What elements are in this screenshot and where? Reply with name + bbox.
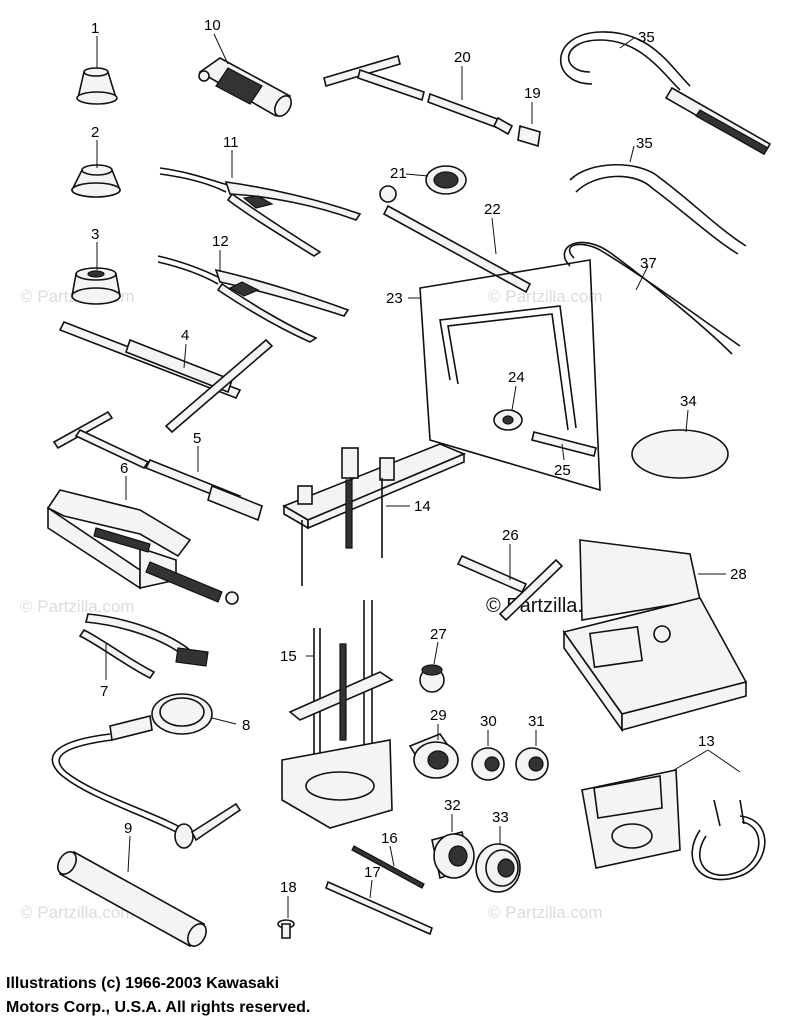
callout-19: 19 bbox=[524, 85, 541, 102]
collar-30 bbox=[471, 747, 505, 781]
callout-7: 7 bbox=[100, 683, 108, 700]
collar-33 bbox=[475, 843, 521, 893]
t-bar-20 bbox=[323, 54, 514, 136]
tester-case-28 bbox=[562, 539, 748, 733]
driver-handle-10 bbox=[198, 57, 292, 118]
puller-14 bbox=[282, 443, 467, 586]
hook-wrench-37 bbox=[563, 241, 741, 355]
callout-4: 4 bbox=[181, 327, 189, 344]
puller-bolt-26 bbox=[456, 554, 564, 622]
callout-10: 10 bbox=[204, 17, 221, 34]
spanner-35a bbox=[559, 31, 772, 156]
callout-29: 29 bbox=[430, 707, 447, 724]
collar-31 bbox=[515, 747, 549, 781]
callout-13: 13 bbox=[698, 733, 715, 750]
callout-16: 16 bbox=[381, 830, 398, 847]
callout-6: 6 bbox=[120, 460, 128, 477]
callout-24: 24 bbox=[508, 369, 525, 386]
callout-32: 32 bbox=[444, 797, 461, 814]
callout-2: 2 bbox=[91, 124, 99, 141]
watermark: © Partzilla.com bbox=[488, 287, 603, 306]
cutting-pliers-7 bbox=[78, 613, 209, 680]
bearing-3 bbox=[71, 267, 121, 305]
watermark: © Partzilla.com bbox=[488, 903, 603, 922]
callout-18: 18 bbox=[280, 879, 297, 896]
callout-14: 14 bbox=[414, 498, 431, 515]
callout-35: 35 bbox=[638, 29, 655, 46]
spanner-35b bbox=[569, 163, 747, 255]
callout-3: 3 bbox=[91, 226, 99, 243]
valve-spring-compressor-6 bbox=[46, 489, 239, 605]
bushing-24 bbox=[493, 409, 523, 431]
bearing-stand-15 bbox=[281, 600, 394, 829]
tool-panel-23 bbox=[419, 259, 601, 492]
callout-28: 28 bbox=[730, 566, 747, 583]
callout-23: 23 bbox=[386, 290, 403, 307]
drift-16 bbox=[351, 845, 425, 889]
bearing-1 bbox=[76, 67, 118, 105]
t-wrench-5 bbox=[52, 410, 263, 522]
callout-21: 21 bbox=[390, 165, 407, 182]
watermark: © Partzilla.com bbox=[20, 597, 135, 616]
t-handle-4 bbox=[58, 320, 274, 434]
copyright-line-1: Illustrations (c) 1966-2003 Kawasaki bbox=[6, 975, 280, 992]
multimeter-13 bbox=[581, 769, 766, 881]
callouts: 1 2 3 4 5 6 7 8 9 10 11 12 13 14 15 16 1… bbox=[91, 17, 747, 896]
callout-5: 5 bbox=[193, 430, 201, 447]
watermark: © Partzilla.com bbox=[20, 903, 135, 922]
driver-tube-9 bbox=[57, 850, 207, 948]
adapter-21 bbox=[425, 165, 467, 195]
callout-22: 22 bbox=[484, 201, 501, 218]
screw-17 bbox=[325, 880, 433, 936]
callout-31: 31 bbox=[528, 713, 545, 730]
callout-1: 1 bbox=[91, 20, 99, 37]
copyright-notice: Illustrations (c) 1966-2003 Kawasaki Mot… bbox=[6, 972, 426, 1020]
bearing-2 bbox=[70, 164, 122, 198]
rod-22 bbox=[379, 185, 532, 294]
adapter-19 bbox=[517, 124, 541, 148]
callout-11: 11 bbox=[223, 134, 239, 151]
circlip-pliers-12 bbox=[157, 255, 350, 343]
copyright-line-2: Motors Corp., U.S.A. All rights reserved… bbox=[6, 999, 311, 1016]
callout-34: 34 bbox=[680, 393, 697, 410]
callout-8: 8 bbox=[242, 717, 250, 734]
callout-33: 33 bbox=[492, 809, 509, 826]
callout-26: 26 bbox=[502, 527, 519, 544]
plate-34 bbox=[631, 429, 729, 479]
callout-30: 30 bbox=[480, 713, 497, 730]
callout-20: 20 bbox=[454, 49, 471, 66]
bolt-18 bbox=[277, 919, 295, 939]
callout-15: 15 bbox=[280, 648, 297, 665]
callout-12: 12 bbox=[212, 233, 229, 250]
callout-9: 9 bbox=[124, 820, 132, 837]
callout-27: 27 bbox=[430, 626, 447, 643]
collar-32 bbox=[431, 831, 475, 880]
collar-27 bbox=[419, 664, 445, 693]
circlip-pliers-11 bbox=[159, 167, 362, 257]
watermarks: © Partzilla.com © Partzilla.com © Partzi… bbox=[20, 287, 621, 922]
compression-gauge-8 bbox=[51, 693, 242, 849]
callout-17: 17 bbox=[364, 864, 381, 881]
pin-25 bbox=[531, 431, 597, 457]
callout-25: 25 bbox=[554, 462, 571, 479]
leader-lines bbox=[96, 33, 741, 918]
collar-29 bbox=[408, 733, 460, 779]
callout-37: 37 bbox=[640, 255, 657, 272]
callout-35: 35 bbox=[636, 135, 653, 152]
